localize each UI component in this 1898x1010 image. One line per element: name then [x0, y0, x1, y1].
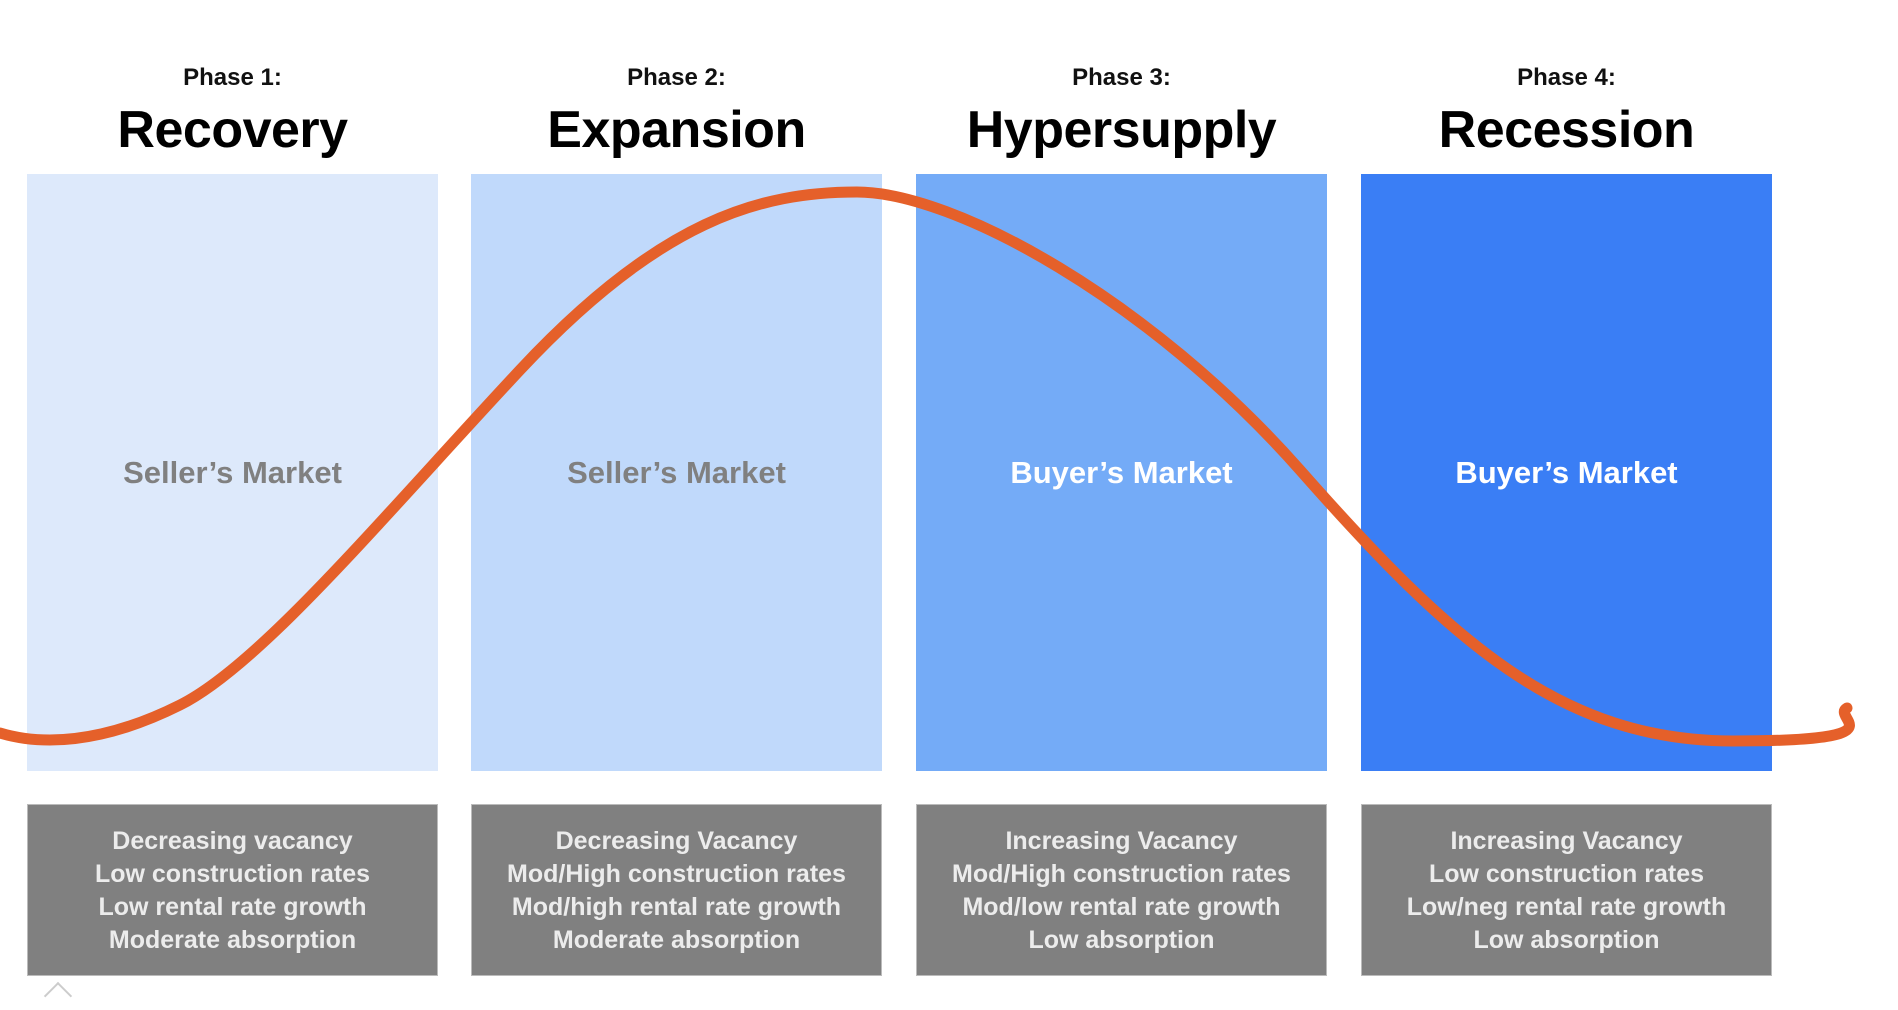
trait-item: Moderate absorption [552, 926, 801, 954]
market-type-label: Seller’s Market [567, 455, 786, 490]
trait-item: Low/neg rental rate growth [1406, 893, 1727, 921]
phase-title: Hypersupply [966, 101, 1277, 159]
phase-title: Expansion [547, 101, 806, 159]
trait-item: Mod/High construction rates [507, 860, 846, 888]
phase-column-4: Phase 4: Recession Buyer’s Market Increa… [1361, 0, 1772, 994]
trait-item: Low rental rate growth [98, 893, 367, 921]
phase-label: Phase 2: [627, 64, 726, 91]
trait-item: Decreasing vacancy [112, 827, 353, 855]
trait-item: Low construction rates [94, 860, 371, 888]
trait-item: Low absorption [1473, 926, 1660, 954]
phase-label: Phase 4: [1517, 64, 1616, 91]
phase-column-3: Phase 3: Hypersupply Buyer’s Market Incr… [916, 0, 1327, 994]
trait-item: Low construction rates [1428, 860, 1705, 888]
trait-item: Low absorption [1028, 926, 1215, 954]
phase-title: Recovery [117, 101, 348, 159]
trait-item: Moderate absorption [108, 926, 357, 954]
trait-item: Mod/High construction rates [952, 860, 1291, 888]
trait-item: Mod/high rental rate growth [511, 893, 842, 921]
phase-label: Phase 3: [1072, 64, 1171, 91]
trait-item: Decreasing Vacancy [555, 827, 798, 855]
phase-label: Phase 1: [183, 64, 282, 91]
market-type-label: Buyer’s Market [1010, 455, 1233, 490]
market-type-label: Seller’s Market [123, 455, 342, 490]
trait-item: Mod/low rental rate growth [962, 893, 1281, 921]
phase-column-1: Phase 1: Recovery Seller’s Market Decrea… [27, 0, 438, 994]
phase-column-2: Phase 2: Expansion Seller’s Market Decre… [471, 0, 882, 994]
phase-title: Recession [1438, 101, 1695, 159]
market-type-label: Buyer’s Market [1455, 455, 1678, 490]
trait-item: Increasing Vacancy [1005, 827, 1238, 855]
trait-item: Increasing Vacancy [1450, 827, 1683, 855]
